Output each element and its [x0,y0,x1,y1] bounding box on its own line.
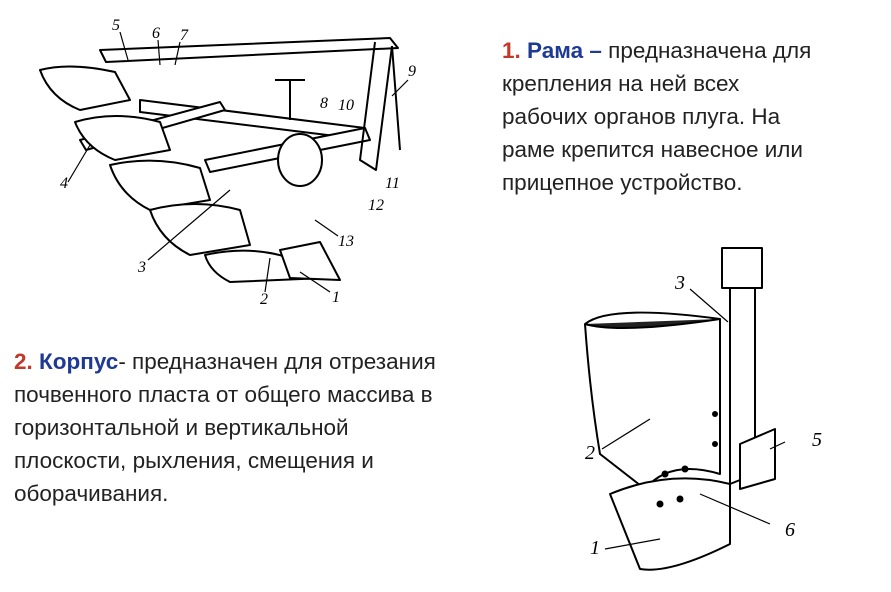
body-callout-5: 5 [812,429,822,451]
body-term: Корпус [39,349,119,374]
hitch-tower [359,41,393,171]
body-callout-3: 3 [674,272,685,294]
callout-11: 11 [385,175,400,192]
standard-post [721,247,763,289]
callout-10: 10 [338,97,354,114]
frame-beam-top [99,37,399,63]
body-line-1: - предназначен для отрезания [118,349,436,374]
body-callout-2: 2 [585,442,595,464]
plow-bottom-4 [149,203,251,256]
callout-9: 9 [408,63,416,80]
body-line-3: горизонтальной и вертикальной [14,415,349,440]
body-callout-6: 6 [785,519,795,541]
plow-bottom-3 [109,159,211,211]
share [609,477,731,571]
frame-line-2: крепления на ней всех [502,71,740,96]
callout-6: 6 [152,25,160,42]
moldboard [584,311,721,490]
frame-heading-line: 1. Рама – предназначена для [502,34,811,67]
frame-number: 1. [502,38,521,63]
plow-bottom-1 [39,65,131,111]
body-line-4: плоскости, рыхления, смещения и [14,448,374,473]
body-line-5: оборачивания. [14,481,169,506]
frame-description: 1. Рама – предназначена для крепления на… [502,34,811,199]
plow-share [279,241,341,281]
callout-4: 4 [60,175,68,192]
plow-bottom-2 [74,115,171,161]
frame-line-3: рабочих органов плуга. На [502,104,781,129]
frame-term: Рама – [527,38,602,63]
callout-7: 7 [180,27,189,44]
landside [739,428,776,490]
callout-12: 12 [368,197,384,214]
callout-3: 3 [137,259,146,276]
body-illustration: 3 2 5 6 1 [584,247,822,571]
body-number: 2. [14,349,33,374]
callout-2: 2 [260,291,268,308]
body-line-2: почвенного пласта от общего массива в [14,382,433,407]
callout-8: 8 [320,95,328,112]
plow-illustration: 5 6 7 9 8 10 11 12 13 4 3 2 1 [39,17,416,308]
body-callout-1: 1 [590,537,600,559]
body-heading-line: 2. Корпус- предназначен для отрезания [14,345,436,378]
frame-line-5: прицепное устройство. [502,170,743,195]
callout-1: 1 [332,289,340,306]
callout-5: 5 [112,17,120,34]
frame-line-1: предназначена для [608,38,812,63]
body-description: 2. Корпус- предназначен для отрезания по… [14,345,436,510]
gear-mechanism [277,133,323,187]
frame-line-4: раме крепится навесное или [502,137,803,162]
callout-13: 13 [338,233,354,250]
